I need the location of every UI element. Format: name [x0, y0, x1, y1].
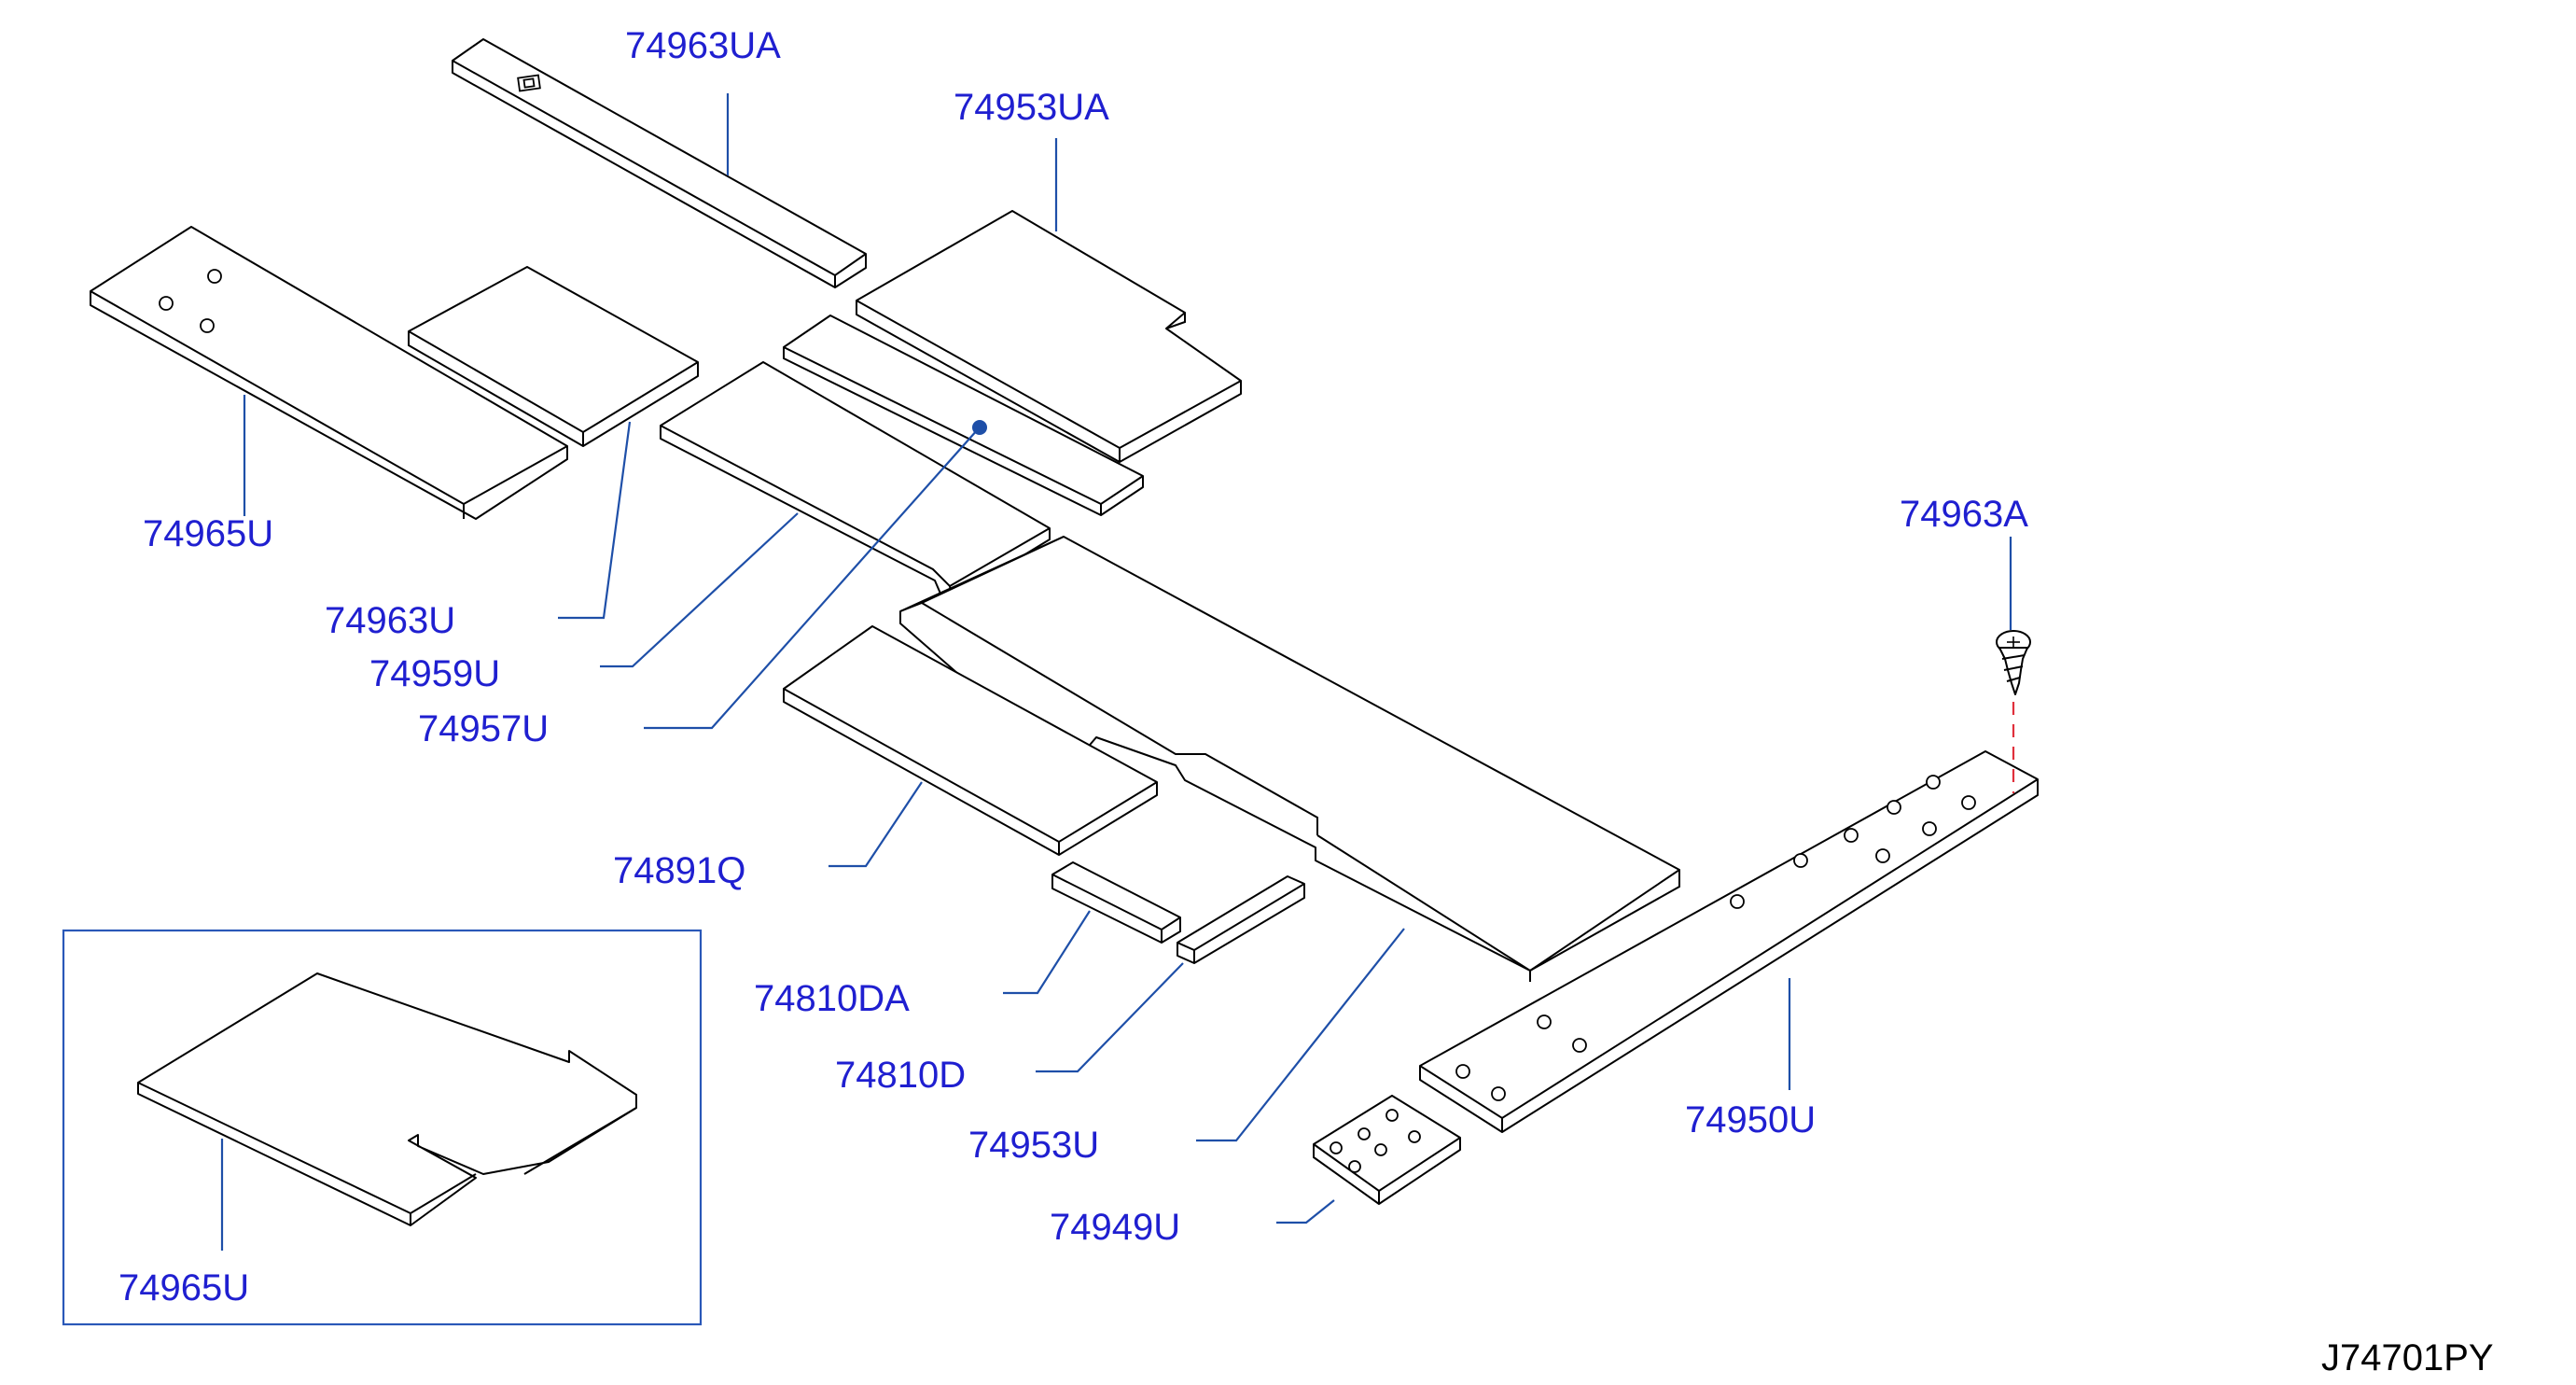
- leader-dot: [972, 420, 987, 435]
- label-74810D: 74810D: [835, 1055, 966, 1096]
- part-74953UA[interactable]: [856, 210, 1242, 463]
- leader-lines: [220, 93, 2012, 1251]
- part-74963U[interactable]: [408, 266, 699, 447]
- part-74950U[interactable]: [1419, 750, 2039, 1133]
- label-74949U: 74949U: [1050, 1207, 1180, 1248]
- label-74963UA: 74963UA: [625, 25, 781, 66]
- label-74810DA: 74810DA: [754, 978, 910, 1019]
- label-74957U: 74957U: [418, 708, 549, 749]
- label-74950U: 74950U: [1685, 1099, 1816, 1140]
- diagram-code: J74701PY: [2321, 1337, 2494, 1378]
- inset-frame: [62, 929, 703, 1326]
- part-74957U[interactable]: [783, 315, 1144, 516]
- part-74949U[interactable]: [1313, 1095, 1461, 1205]
- part-74965U-main[interactable]: [90, 226, 568, 520]
- part-74891Q[interactable]: [783, 625, 1158, 856]
- screw-74963A[interactable]: [1996, 630, 2031, 695]
- label-74963A: 74963A: [1900, 494, 2028, 535]
- part-74963UA[interactable]: [452, 38, 867, 288]
- label-74953U: 74953U: [968, 1125, 1099, 1166]
- part-74810D[interactable]: [1177, 875, 1305, 964]
- part-74965U-inset[interactable]: [137, 972, 637, 1226]
- part-74810DA[interactable]: [1051, 861, 1181, 944]
- label-74963U: 74963U: [325, 600, 455, 641]
- label-74953UA: 74953UA: [954, 87, 1109, 128]
- label-74965U-inset: 74965U: [118, 1267, 249, 1308]
- label-74965U-main: 74965U: [143, 513, 273, 554]
- part-74953U[interactable]: [899, 536, 1680, 982]
- label-74891Q: 74891Q: [613, 850, 745, 891]
- label-74959U: 74959U: [369, 653, 500, 694]
